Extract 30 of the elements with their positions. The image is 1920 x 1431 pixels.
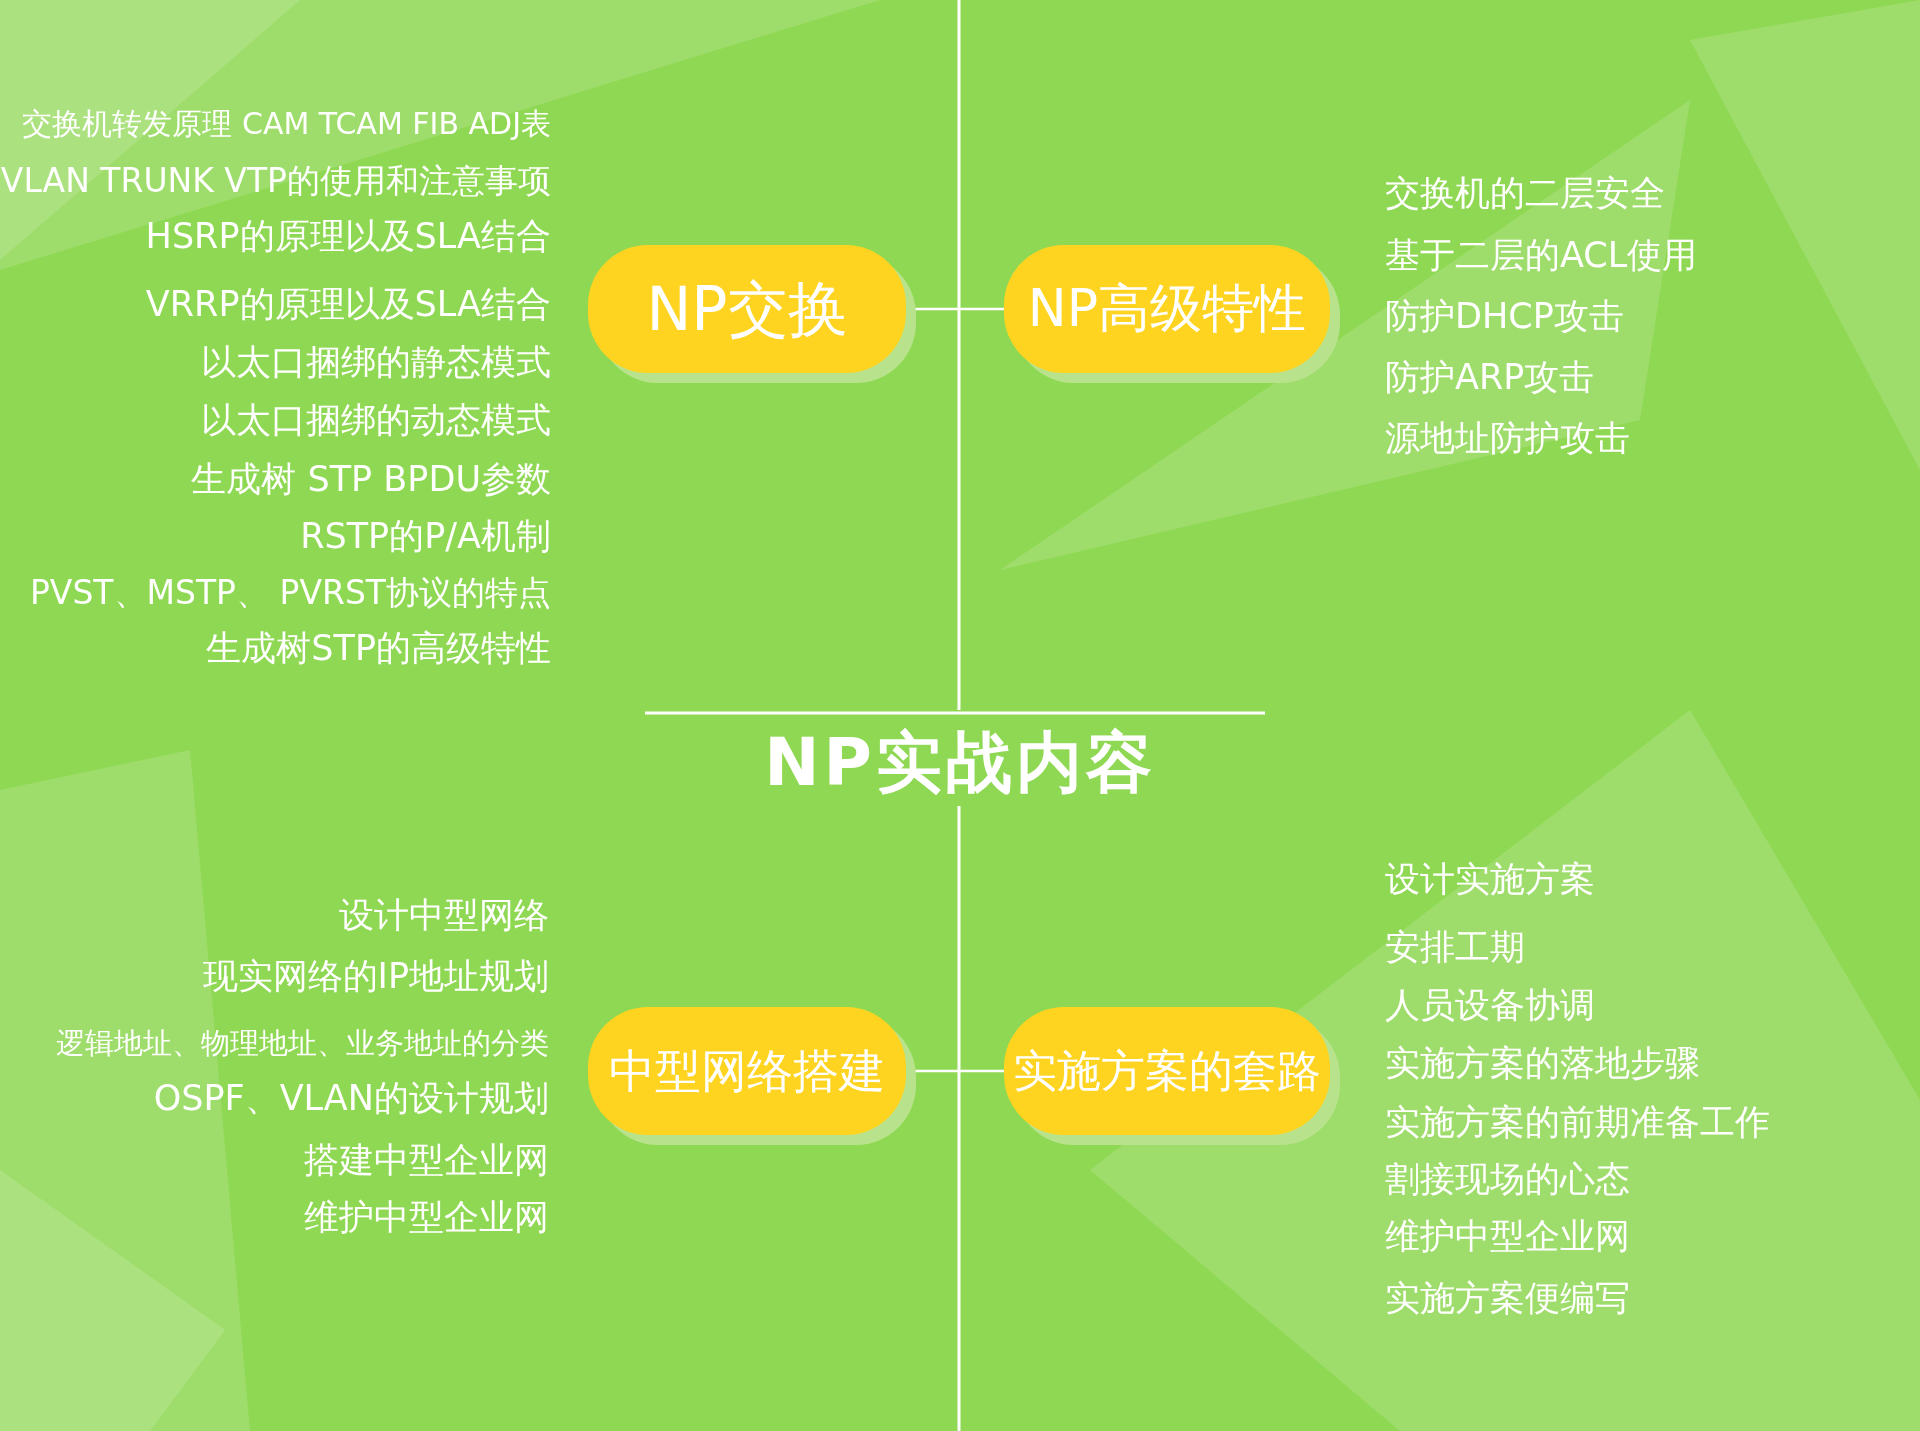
topic-item: PVST、MSTP、 PVRST协议的特点 bbox=[29, 573, 551, 613]
topic-item: HSRP的原理以及SLA结合 bbox=[145, 215, 551, 257]
topic-item: 逻辑地址、物理地址、业务地址的分类 bbox=[56, 1025, 549, 1061]
topic-item: 交换机的二层安全 bbox=[1385, 172, 1665, 214]
topic-item: 人员设备协调 bbox=[1385, 984, 1595, 1026]
topic-item: 生成树STP的高级特性 bbox=[206, 627, 551, 669]
diagram-title: NP实战内容 bbox=[763, 723, 1157, 803]
topic-item: 维护中型企业网 bbox=[1385, 1215, 1630, 1257]
topic-item: VRRP的原理以及SLA结合 bbox=[145, 283, 551, 325]
topic-item: 实施方案便编写 bbox=[1385, 1277, 1630, 1319]
topic-item: 防护ARP攻击 bbox=[1385, 356, 1595, 398]
topic-item: OSPF、VLAN的设计规划 bbox=[153, 1077, 549, 1119]
topic-item: 生成树 STP BPDU参数 bbox=[191, 458, 551, 500]
topic-item: 现实网络的IP地址规划 bbox=[202, 955, 549, 997]
topic-item: 基于二层的ACL使用 bbox=[1385, 234, 1698, 276]
topic-item: 搭建中型企业网 bbox=[304, 1139, 549, 1181]
topic-item: 设计中型网络 bbox=[339, 894, 549, 936]
topic-item: 维护中型企业网 bbox=[304, 1196, 549, 1238]
topic-item: 交换机转发原理 CAM TCAM FIB ADJ表 bbox=[22, 106, 551, 142]
topic-item: 设计实施方案 bbox=[1385, 858, 1595, 900]
topic-item: 割接现场的心态 bbox=[1385, 1158, 1630, 1200]
topic-item: 防护DHCP攻击 bbox=[1385, 295, 1624, 337]
topic-item: 以太口捆绑的静态模式 bbox=[201, 341, 551, 383]
topic-item: 安排工期 bbox=[1385, 926, 1525, 968]
topic-item: 以太口捆绑的动态模式 bbox=[201, 399, 551, 441]
topic-item: RSTP的P/A机制 bbox=[300, 515, 551, 557]
topic-item: VLAN TRUNK VTP的使用和注意事项 bbox=[0, 161, 551, 201]
topic-item: 实施方案的落地步骤 bbox=[1385, 1042, 1700, 1084]
topic-item: 实施方案的前期准备工作 bbox=[1385, 1101, 1770, 1143]
topic-item: 源地址防护攻击 bbox=[1385, 417, 1630, 459]
